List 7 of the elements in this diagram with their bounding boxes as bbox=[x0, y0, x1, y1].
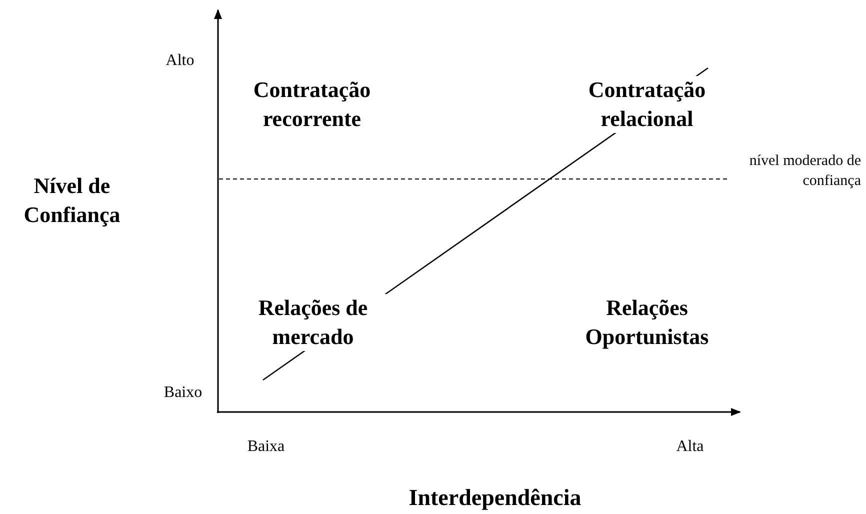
axis-tick-label: Alta bbox=[675, 437, 705, 457]
axis-title: Nível de Confiança bbox=[22, 172, 122, 229]
threshold-label: nível moderado de confiança bbox=[748, 152, 861, 190]
axis-title: Interdependência bbox=[408, 484, 582, 512]
axis-tick-label: Baixa bbox=[246, 437, 286, 457]
axis-tick-label: Baixo bbox=[162, 383, 204, 403]
axis-tick-label: Alto bbox=[164, 51, 196, 71]
